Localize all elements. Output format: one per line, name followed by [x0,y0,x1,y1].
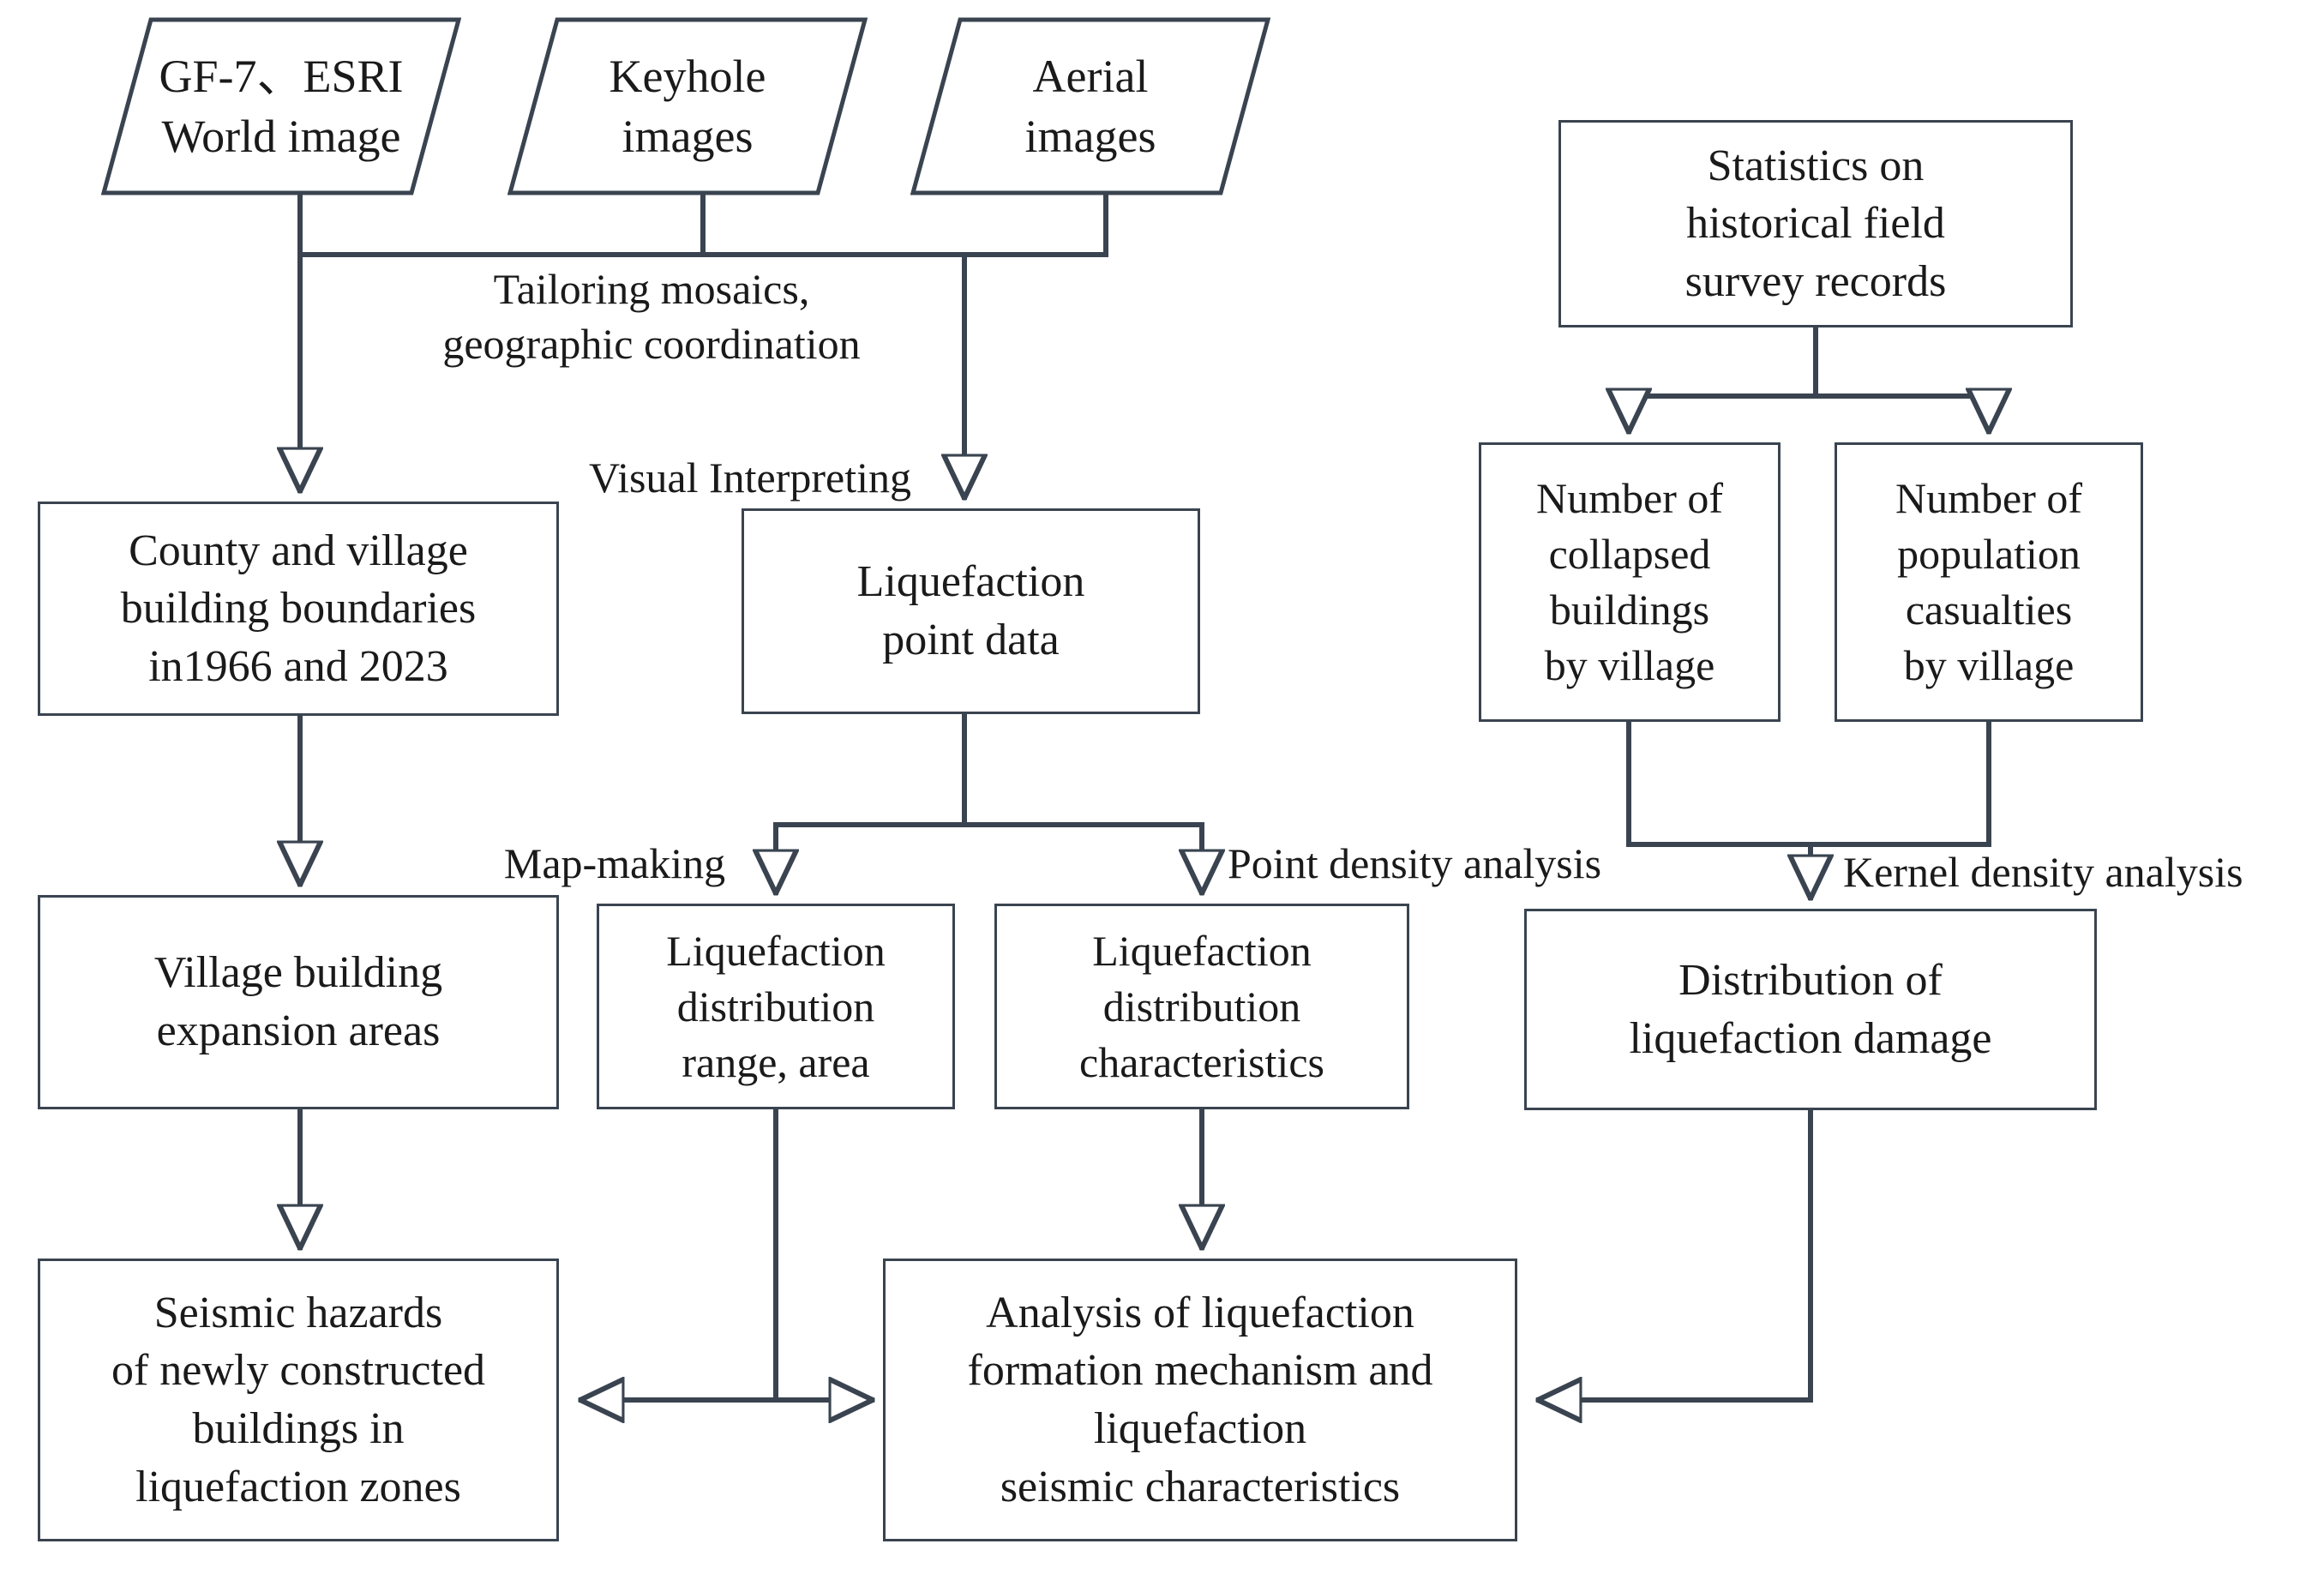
node-label: Number of collapsed buildings by village [1536,474,1723,689]
edge-label-point-density-analysis: Point density analysis [1228,839,1602,887]
node-label: Village building expansion areas [153,948,443,1055]
node-label: Distribution of liquefaction damage [1629,955,1992,1063]
edge-label-visual-interpreting: Visual Interpreting [588,454,912,502]
parallelogram-shape [101,17,461,195]
node-number-of-collapsed-buildings-by-village[interactable]: Number of collapsed buildings by village [1479,442,1781,722]
node-label: GF-7、ESRI World image [159,50,404,162]
node-label: Seismic hazards of newly constructed bui… [111,1288,486,1511]
node-liquefaction-distribution-range-area[interactable]: Liquefaction distribution range, area [597,904,955,1109]
node-distribution-of-liquefaction-damage[interactable]: Distribution of liquefaction damage [1524,909,2097,1110]
node-label: Keyhole images [609,50,766,162]
node-gf7-esri-world-image[interactable]: GF-7、ESRI World image [101,17,461,195]
node-village-building-expansion-areas[interactable]: Village building expansion areas [38,895,559,1109]
node-label: Number of population casualties by villa… [1895,474,2082,689]
edge-label-tailoring-mosaics: Tailoring mosaics, geographic coordinati… [442,265,861,368]
edge-label-kernel-density-analysis: Kernel density analysis [1843,848,2243,896]
node-liquefaction-point-data[interactable]: Liquefaction point data [742,508,1200,714]
node-label: Liquefaction distribution characteristic… [1079,926,1324,1086]
node-label: Liquefaction distribution range, area [666,926,886,1086]
node-label: Liquefaction point data [856,557,1085,664]
parallelogram-shape [507,17,868,195]
edge-damage-to-analysis [1539,1108,1813,1400]
node-statistics-historical-field-survey-records[interactable]: Statistics on historical field survey re… [1558,120,2073,327]
node-number-of-population-casualties-by-village[interactable]: Number of population casualties by villa… [1835,442,2143,722]
node-seismic-hazards-newly-constructed-buildings[interactable]: Seismic hazards of newly constructed bui… [38,1259,559,1541]
node-analysis-of-liquefaction-formation-mechanism[interactable]: Analysis of liquefaction formation mecha… [883,1259,1517,1541]
node-liquefaction-distribution-characteristics[interactable]: Liquefaction distribution characteristic… [994,904,1409,1109]
connector-group [300,193,1989,1400]
edge-label-map-making: Map-making [503,839,726,887]
node-county-and-village-building-boundaries[interactable]: County and village building boundaries i… [38,502,559,716]
node-aerial-images[interactable]: Aerial images [910,17,1270,195]
node-label: County and village building boundaries i… [120,526,477,691]
node-keyhole-images[interactable]: Keyhole images [507,17,868,195]
node-label: Statistics on historical field survey re… [1684,141,1947,306]
node-label: Analysis of liquefaction formation mecha… [967,1288,1433,1511]
parallelogram-shape [910,17,1270,195]
node-label: Aerial images [1024,50,1156,162]
